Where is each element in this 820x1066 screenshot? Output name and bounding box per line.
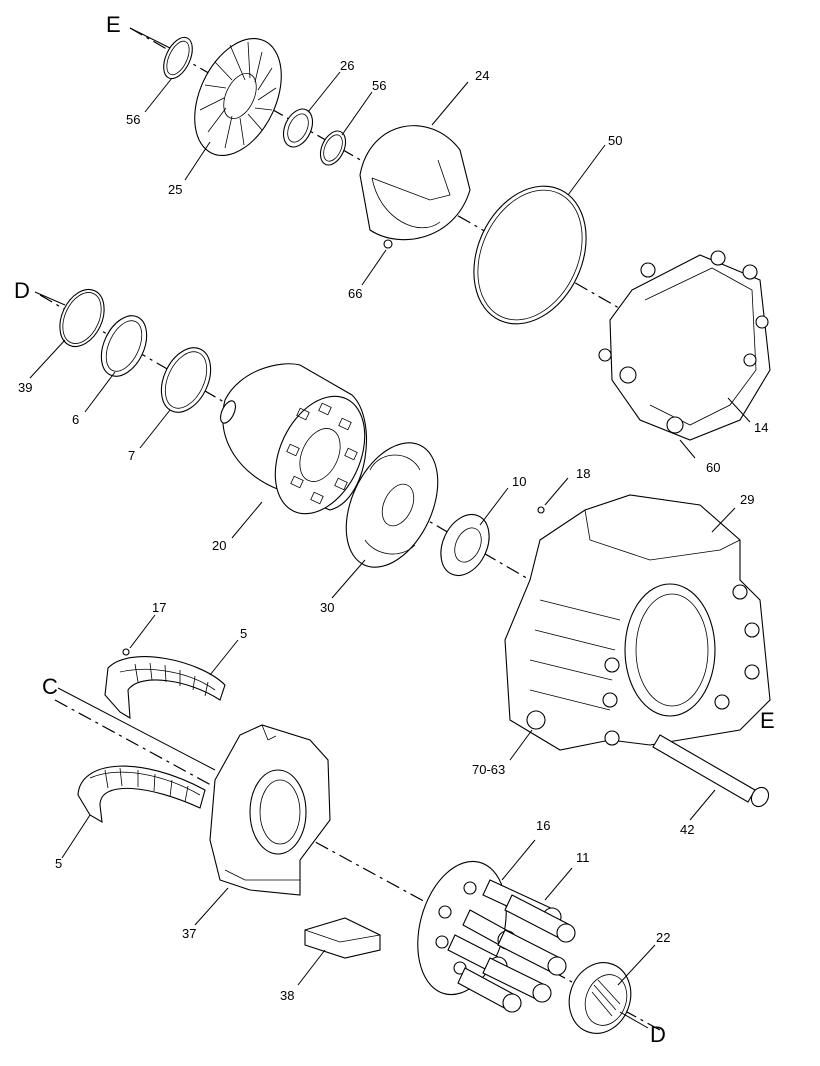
ring-26 bbox=[282, 108, 314, 148]
ring-39 bbox=[59, 288, 105, 348]
main-housing-29 bbox=[504, 494, 771, 751]
callout-39: 39 bbox=[18, 380, 32, 395]
callout-20: 20 bbox=[212, 538, 226, 553]
cylinder-barrel-20 bbox=[220, 363, 368, 515]
bolt-42 bbox=[652, 734, 770, 808]
callout-26: 26 bbox=[340, 58, 354, 73]
callout-38: 38 bbox=[280, 988, 294, 1003]
callout-70-63: 70-63 bbox=[472, 762, 505, 777]
callout-50: 50 bbox=[608, 133, 622, 148]
callout-30: 30 bbox=[320, 600, 334, 615]
callout-7: 7 bbox=[128, 448, 135, 463]
swashplate-37 bbox=[209, 724, 331, 896]
o-ring-50 bbox=[473, 185, 587, 325]
callout-29: 29 bbox=[740, 492, 754, 507]
ref-D-bottom: D bbox=[650, 1022, 666, 1047]
ring-7 bbox=[160, 347, 212, 413]
pistons-11 bbox=[447, 879, 576, 1013]
callout-14: 14 bbox=[754, 420, 768, 435]
bearing-10 bbox=[440, 513, 490, 577]
impeller-25 bbox=[194, 38, 282, 156]
callout-16: 16 bbox=[536, 818, 550, 833]
leader-lines bbox=[29, 27, 751, 1029]
callout-11: 11 bbox=[576, 850, 590, 865]
callout-17: 17 bbox=[152, 600, 166, 615]
valve-plate-30 bbox=[345, 442, 439, 568]
ref-D-left: D bbox=[14, 278, 30, 303]
ref-E-right: E bbox=[760, 708, 775, 733]
callout-10: 10 bbox=[512, 474, 526, 489]
callout-37: 37 bbox=[182, 926, 196, 941]
callout-22: 22 bbox=[656, 930, 670, 945]
snap-ring-56 bbox=[163, 36, 193, 80]
callout-labels: 56 25 26 56 24 50 66 14 60 39 6 7 20 30 … bbox=[14, 12, 775, 1047]
seal-6 bbox=[100, 315, 148, 377]
callout-18: 18 bbox=[576, 466, 590, 481]
ref-E-top: E bbox=[106, 12, 121, 37]
callout-5-lower: 5 bbox=[55, 856, 62, 871]
pin-18 bbox=[537, 506, 545, 514]
screw-17 bbox=[122, 648, 130, 656]
cover-plate-24 bbox=[359, 125, 471, 249]
snap-ring-56-b bbox=[319, 130, 347, 166]
bearing-half-5-upper bbox=[104, 656, 226, 720]
block-38 bbox=[304, 917, 381, 959]
ref-C-left: C bbox=[42, 674, 58, 699]
callout-6: 6 bbox=[72, 412, 79, 427]
bearing-half-5-lower bbox=[77, 765, 206, 824]
callout-56-b: 56 bbox=[372, 78, 386, 93]
end-housing-14 bbox=[598, 250, 771, 441]
callout-56-a: 56 bbox=[126, 112, 140, 127]
callout-60: 60 bbox=[706, 460, 720, 475]
callout-24: 24 bbox=[475, 68, 489, 83]
callout-42: 42 bbox=[680, 822, 694, 837]
callout-5-upper: 5 bbox=[240, 626, 247, 641]
seal-cup-22 bbox=[568, 962, 632, 1034]
callout-25: 25 bbox=[168, 182, 182, 197]
callout-66: 66 bbox=[348, 286, 362, 301]
